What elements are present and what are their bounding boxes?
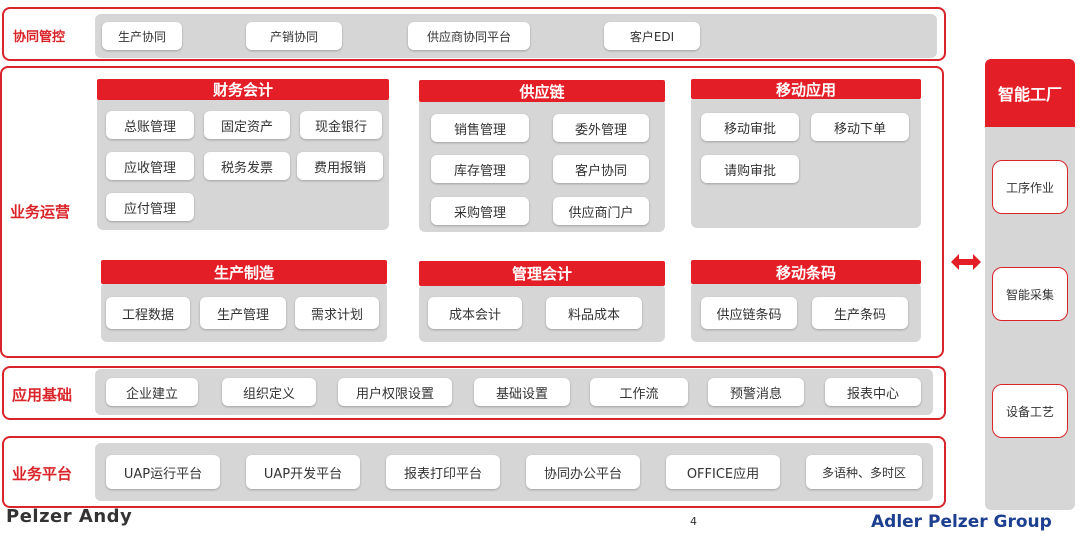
supply-item-sales[interactable]: 销售管理	[431, 114, 529, 142]
base-item-workflow[interactable]: 工作流	[590, 378, 688, 406]
finance-item-tax[interactable]: 税务发票	[204, 152, 290, 180]
base-item-permission[interactable]: 用户权限设置	[338, 378, 452, 406]
factory-item-equipment[interactable]: 设备工艺	[992, 384, 1068, 438]
factory-header: 智能工厂	[985, 59, 1075, 127]
collab-item-supplier[interactable]: 供应商协同平台	[408, 22, 530, 50]
platform-label: 业务平台	[12, 465, 73, 483]
supply-header: 供应链	[419, 80, 665, 102]
barcode-item-supply[interactable]: 供应链条码	[701, 297, 797, 329]
mobile-item-order[interactable]: 移动下单	[811, 113, 909, 141]
finance-item-expense[interactable]: 费用报销	[297, 152, 383, 180]
base-item-settings[interactable]: 基础设置	[474, 378, 570, 406]
finance-item-payable[interactable]: 应付管理	[106, 193, 194, 221]
finance-item-receivable[interactable]: 应收管理	[106, 152, 194, 180]
collab-label: 协同管控	[13, 30, 66, 45]
platform-item-i18n[interactable]: 多语种、多时区	[806, 455, 922, 489]
finance-item-ledger[interactable]: 总账管理	[106, 111, 194, 139]
mgmt-header: 管理会计	[419, 261, 665, 286]
platform-item-print[interactable]: 报表打印平台	[386, 455, 500, 489]
supply-item-portal[interactable]: 供应商门户	[553, 197, 649, 225]
supply-item-outsource[interactable]: 委外管理	[553, 114, 649, 142]
mgmt-item-cost[interactable]: 成本会计	[428, 297, 522, 329]
finance-item-assets[interactable]: 固定资产	[204, 111, 290, 139]
finance-header: 财务会计	[97, 79, 389, 100]
mobile-item-approve[interactable]: 移动审批	[701, 113, 799, 141]
base-label: 应用基础	[12, 386, 73, 404]
supply-item-customer[interactable]: 客户协同	[553, 155, 649, 183]
supply-item-inventory[interactable]: 库存管理	[431, 155, 529, 183]
production-item-demand[interactable]: 需求计划	[295, 297, 379, 329]
page-number: 4	[690, 515, 697, 528]
factory-item-process[interactable]: 工序作业	[992, 160, 1068, 214]
collab-item-production[interactable]: 生产协同	[102, 22, 182, 50]
barcode-header: 移动条码	[691, 260, 921, 284]
double-arrow-icon	[951, 254, 981, 270]
mobile-item-request[interactable]: 请购审批	[701, 155, 799, 183]
production-header: 生产制造	[101, 260, 387, 284]
base-item-enterprise[interactable]: 企业建立	[106, 378, 198, 406]
mobile-header: 移动应用	[691, 79, 921, 99]
production-item-manage[interactable]: 生产管理	[200, 297, 286, 329]
platform-item-office[interactable]: OFFICE应用	[666, 455, 780, 489]
mgmt-item-material[interactable]: 料品成本	[546, 297, 642, 329]
footer-logo-left: Pelzer Andy	[6, 506, 133, 527]
collab-item-sales[interactable]: 产销协同	[246, 22, 342, 50]
platform-item-uap-run[interactable]: UAP运行平台	[106, 455, 220, 489]
collab-item-edi[interactable]: 客户EDI	[604, 22, 700, 50]
base-item-alerts[interactable]: 预警消息	[708, 378, 804, 406]
platform-item-uap-dev[interactable]: UAP开发平台	[246, 455, 360, 489]
factory-item-collect[interactable]: 智能采集	[992, 267, 1068, 321]
finance-item-cash[interactable]: 现金银行	[300, 111, 382, 139]
ops-label: 业务运营	[10, 203, 71, 221]
base-item-reports[interactable]: 报表中心	[825, 378, 921, 406]
platform-panel	[95, 443, 933, 501]
base-item-org[interactable]: 组织定义	[222, 378, 316, 406]
footer-brand: Adler Pelzer Group	[871, 512, 1052, 532]
barcode-item-production[interactable]: 生产条码	[812, 297, 908, 329]
production-item-engineering[interactable]: 工程数据	[106, 297, 190, 329]
platform-item-office-collab[interactable]: 协同办公平台	[526, 455, 640, 489]
supply-item-purchase[interactable]: 采购管理	[431, 197, 529, 225]
